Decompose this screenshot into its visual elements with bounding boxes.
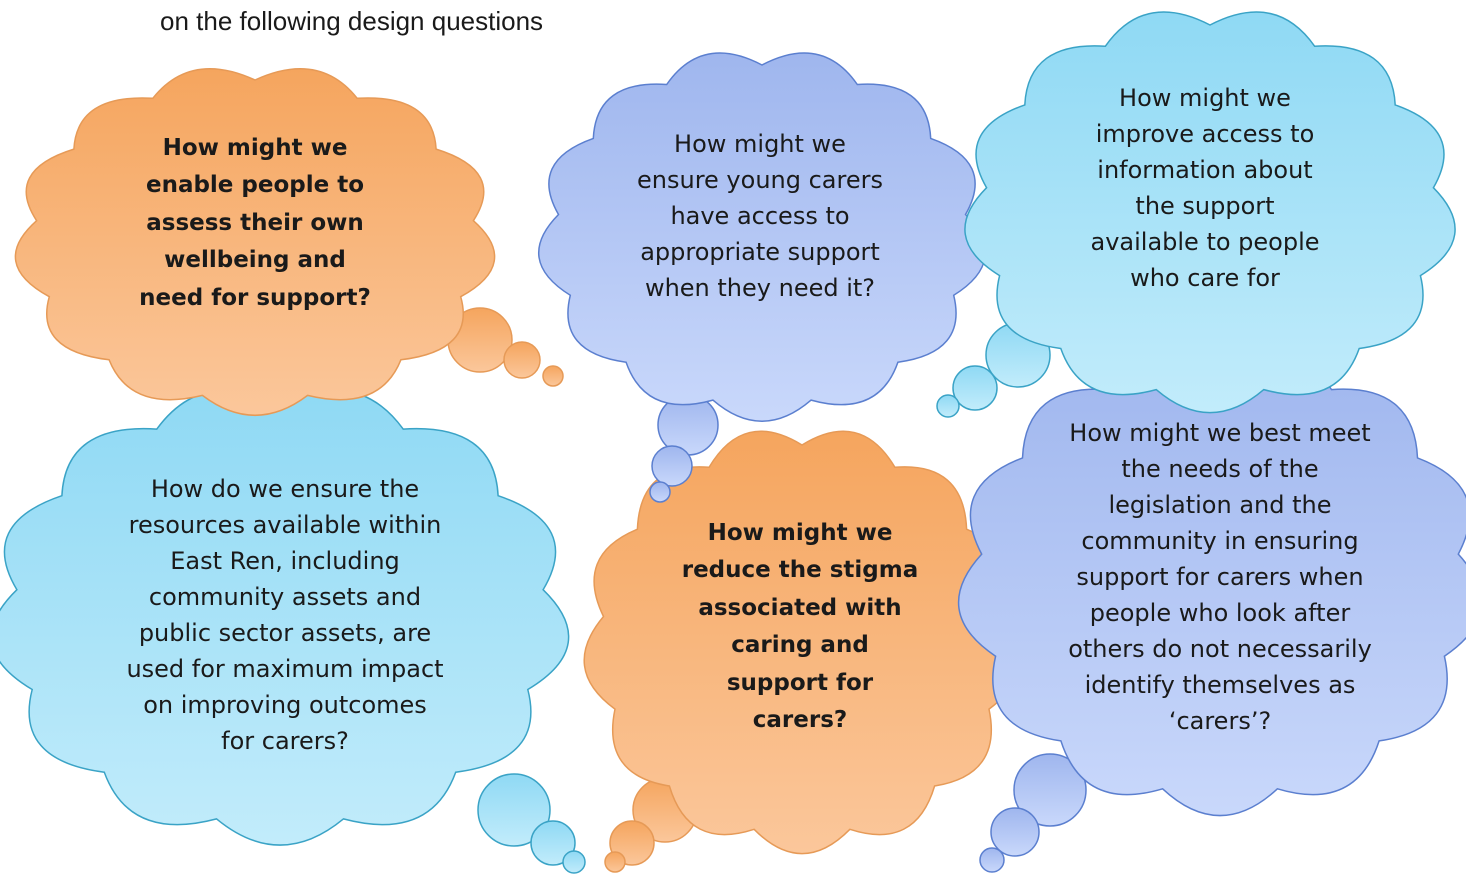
question-line: assess their own xyxy=(146,209,364,236)
question-line: identify themselves as xyxy=(1084,671,1356,699)
question-line: appropriate support xyxy=(640,238,880,266)
question-line: ensure young carers xyxy=(637,166,883,194)
thought-bubble-young-carers xyxy=(537,52,987,503)
bubble-tail-circle-legislation-1 xyxy=(1013,753,1087,827)
bubble-question-improve-access: How might we improve access to information… xyxy=(1050,80,1360,296)
question-line: public sector assets, are xyxy=(138,619,432,647)
question-line: resources available within xyxy=(128,511,442,539)
bubble-tail-circle-resources-3 xyxy=(562,850,586,874)
bubble-tail-circle-reduce-stigma-3 xyxy=(604,851,626,873)
bubble-tail-circle-assess-wellbeing-2 xyxy=(503,341,541,379)
question-line: when they need it? xyxy=(644,274,876,302)
question-line: the support xyxy=(1135,192,1275,220)
question-line: on improving outcomes xyxy=(143,691,427,719)
thought-bubble-reduce-stigma xyxy=(583,430,1021,873)
thought-bubble-resources xyxy=(0,389,586,874)
question-line: wellbeing and xyxy=(164,247,346,274)
thought-bubble-improve-access xyxy=(936,11,1456,418)
thought-bubble-legislation xyxy=(957,349,1466,873)
cloud-shape-resources xyxy=(0,389,570,846)
question-line: the needs of the xyxy=(1121,455,1319,483)
question-line: support for carers when xyxy=(1076,563,1364,591)
bubble-tail-circle-legislation-2 xyxy=(990,807,1040,857)
bubble-tail-circle-improve-access-2 xyxy=(952,365,998,411)
question-line: ‘carers’? xyxy=(1168,707,1272,735)
cloud-shape-assess-wellbeing xyxy=(14,68,496,417)
thought-bubble-assess-wellbeing xyxy=(14,68,564,417)
question-line: How do we ensure the xyxy=(150,475,420,503)
question-line: used for maximum impact xyxy=(126,655,444,683)
question-line: support for xyxy=(726,669,874,696)
bubble-question-resources: How do we ensure the resources available … xyxy=(75,471,495,759)
question-line: have access to xyxy=(670,202,850,230)
question-line: How might we xyxy=(707,520,893,546)
bubble-question-young-carers: How might we ensure young carers have acce… xyxy=(600,126,920,306)
bubble-question-assess-wellbeing: How might we enable people to assess their… xyxy=(120,130,390,317)
question-line: How might we xyxy=(674,130,846,158)
bubble-question-reduce-stigma: How might we reduce the stigma associated … xyxy=(660,515,940,740)
question-line: community assets and xyxy=(148,583,422,611)
question-line: who care for xyxy=(1130,264,1280,292)
question-line: information about xyxy=(1097,156,1313,184)
question-line: caring and xyxy=(731,632,869,659)
bubble-tail-circle-young-carers-3 xyxy=(649,481,671,503)
question-line: associated with xyxy=(698,594,902,621)
question-line: community in ensuring xyxy=(1081,527,1359,555)
question-line: How might we xyxy=(162,135,348,161)
question-line: carers? xyxy=(752,707,848,734)
question-line: available to people xyxy=(1090,228,1320,256)
question-line: for carers? xyxy=(221,727,349,755)
question-line: legislation and the xyxy=(1108,491,1332,519)
question-line: people who look after xyxy=(1089,599,1351,627)
question-line: need for support? xyxy=(139,284,371,311)
question-line: How might we best meet xyxy=(1069,419,1371,447)
cloud-shape-improve-access xyxy=(964,11,1456,414)
question-line: reduce the stigma xyxy=(681,557,919,584)
bubble-tail-circle-resources-2 xyxy=(530,820,576,866)
intro-heading: on the following design questions xyxy=(160,6,544,36)
question-line: others do not necessarily xyxy=(1068,635,1372,663)
cloud-shape-young-carers xyxy=(537,52,987,422)
question-line: enable people to xyxy=(145,172,365,199)
bubble-tail-circle-assess-wellbeing-3 xyxy=(542,365,564,387)
bubble-tail-circle-improve-access-3 xyxy=(936,394,960,418)
bubble-tail-circle-resources-1 xyxy=(477,773,551,847)
bubble-question-legislation: How might we best meet the needs of the le… xyxy=(1030,415,1410,739)
cloud-shape-legislation xyxy=(957,349,1466,817)
bubble-tail-circle-young-carers-2 xyxy=(651,445,693,487)
bubble-tail-circle-legislation-3 xyxy=(979,847,1005,873)
question-line: East Ren, including xyxy=(170,547,400,575)
question-line: improve access to xyxy=(1095,120,1315,148)
question-line: How might we xyxy=(1119,84,1291,112)
